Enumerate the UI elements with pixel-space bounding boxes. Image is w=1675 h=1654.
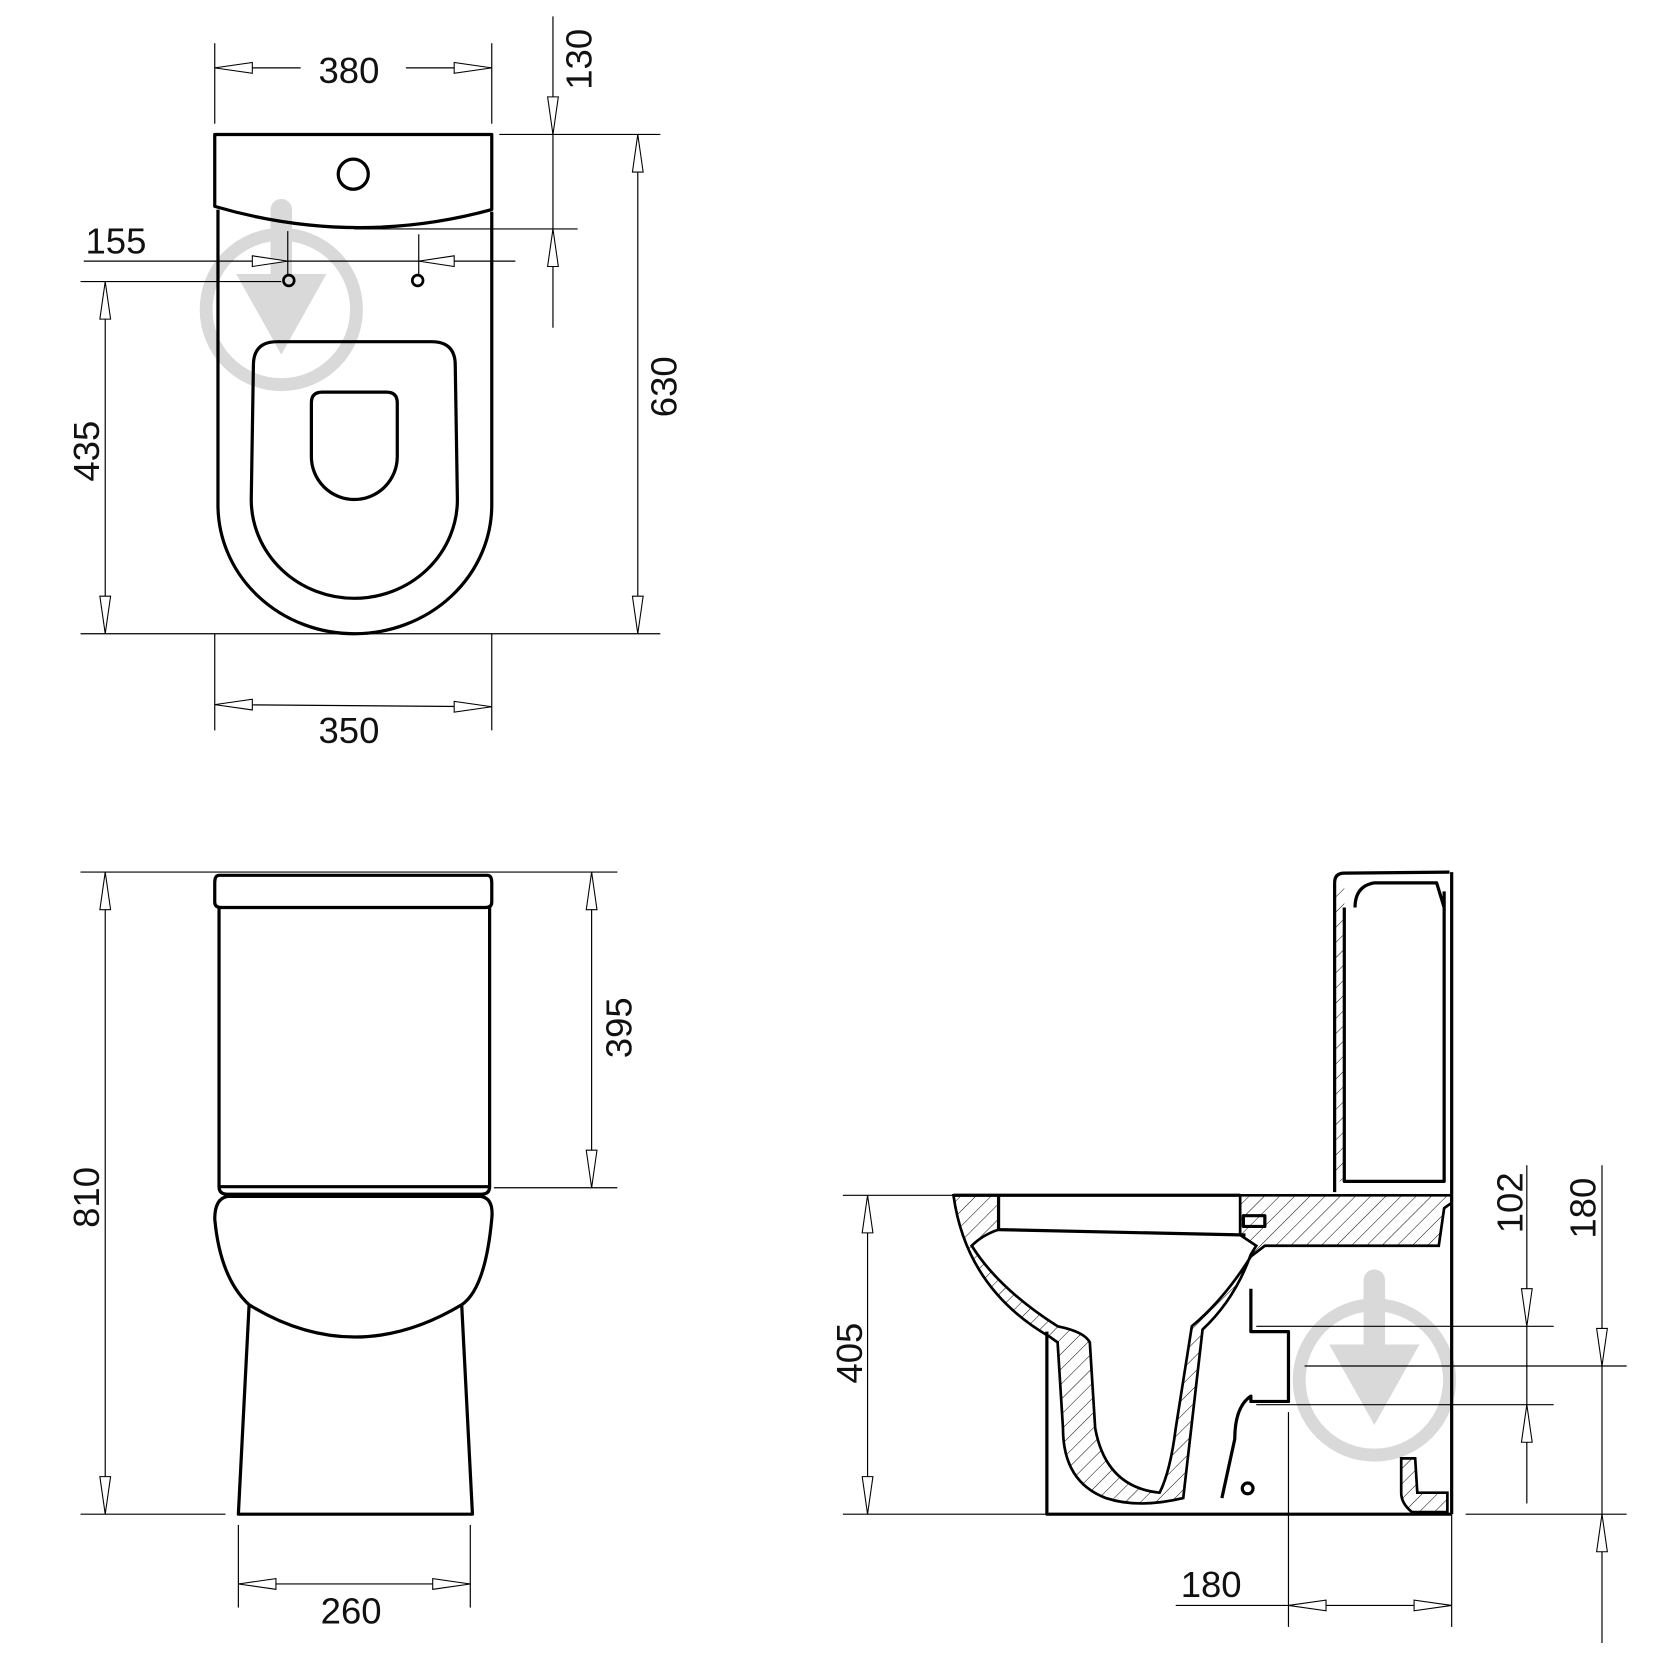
dim-outlet-wall-distance: 180 — [1181, 1564, 1242, 1605]
seat-opening — [309, 390, 399, 502]
top-view: 380 130 155 435 630 350 — [66, 16, 684, 751]
tank-side — [1333, 870, 1450, 1193]
bowl-front — [213, 1194, 494, 1516]
dim-fixing-distance: 435 — [66, 421, 107, 482]
front-view: 810 395 260 — [66, 871, 639, 1632]
dim-bowl-width: 350 — [319, 710, 380, 751]
dim-inlet-offset: 155 — [86, 221, 147, 262]
dim-outlet-height: 180 — [1563, 1178, 1604, 1239]
tank-top-outline — [213, 132, 494, 230]
dim-base-width: 260 — [321, 1591, 382, 1632]
tank-lid — [213, 873, 494, 910]
dim-tank-width: 380 — [319, 50, 380, 91]
dim-outlet-diameter: 102 — [1490, 1172, 1531, 1233]
dim-total-height: 810 — [66, 1167, 107, 1228]
dim-tank-depth: 130 — [559, 29, 600, 90]
flush-button — [336, 157, 370, 191]
bowl-outline — [216, 209, 494, 636]
tank-body — [217, 907, 492, 1189]
dim-seat-height: 405 — [829, 1323, 870, 1384]
fixing-hole — [410, 273, 425, 288]
outlet-section — [1220, 1288, 1291, 1499]
dim-total-depth: 630 — [643, 356, 684, 417]
dim-tank-height: 395 — [598, 997, 639, 1058]
side-section-view: 405 102 180 180 — [829, 870, 1627, 1644]
fixing-hole — [282, 273, 296, 288]
watermark-logo-side — [1292, 1269, 1456, 1462]
seat-outline — [249, 340, 460, 600]
bowl-section — [951, 1193, 1454, 1505]
